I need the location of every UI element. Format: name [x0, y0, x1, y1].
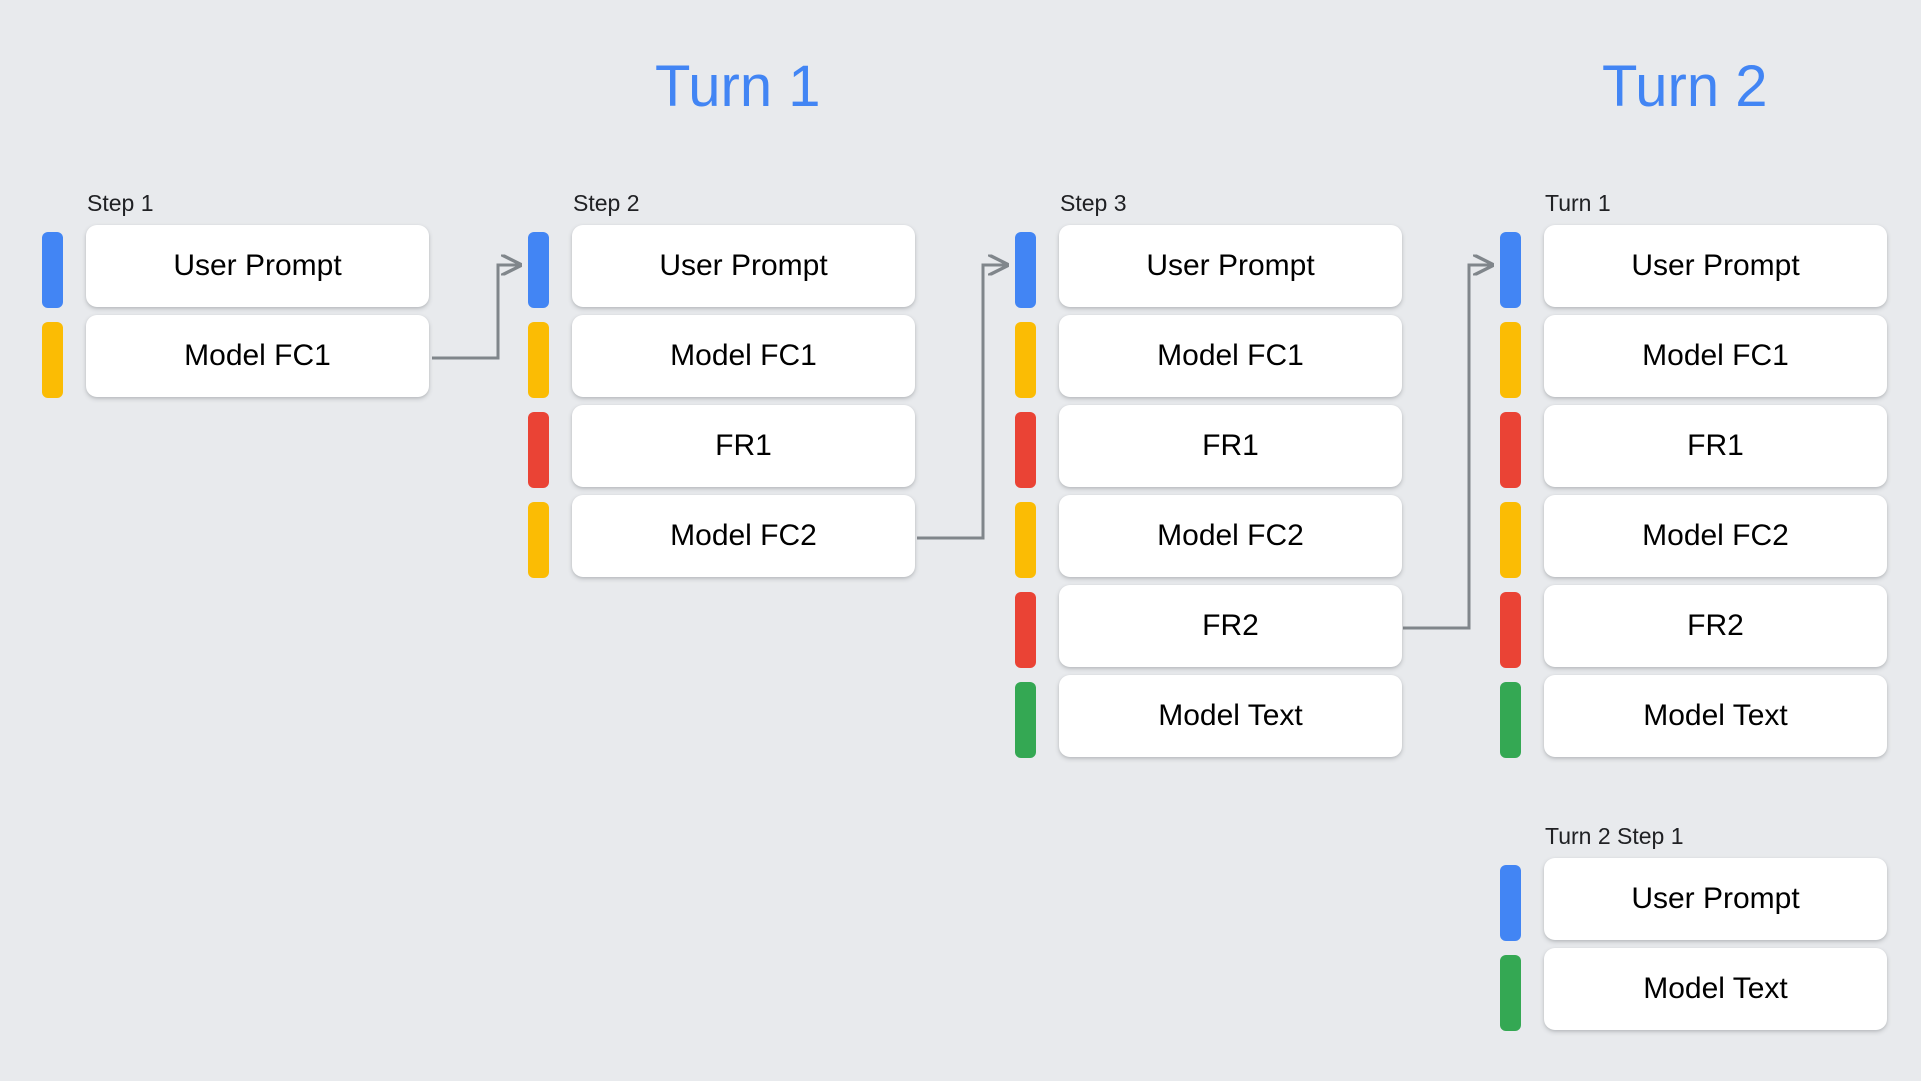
type-bar-red	[1015, 412, 1036, 488]
type-bar-yellow	[1500, 322, 1521, 398]
card-label: Model FC1	[1157, 339, 1304, 372]
row-item: FR1	[528, 405, 928, 495]
card[interactable]: User Prompt	[86, 225, 429, 307]
column-label: Turn 2 Step 1	[1545, 823, 1684, 849]
card-label: Model FC2	[1642, 519, 1789, 552]
row-item: FR2	[1500, 585, 1900, 675]
card-label: Model FC1	[670, 339, 817, 372]
column-label: Step 1	[87, 190, 154, 216]
connector-step2-to-step3	[917, 265, 1007, 540]
type-bar-yellow	[528, 322, 549, 398]
row-item: FR1	[1500, 405, 1900, 495]
card-label: User Prompt	[659, 249, 828, 282]
card-label: Model FC2	[1157, 519, 1304, 552]
row-item: Model Text	[1500, 675, 1900, 765]
row-item: User Prompt	[1500, 225, 1900, 315]
card-label: User Prompt	[1631, 249, 1800, 282]
row-item: FR2	[1015, 585, 1415, 675]
row-item: User Prompt	[528, 225, 928, 315]
type-bar-blue	[1015, 232, 1036, 308]
column-label: Turn 1	[1545, 190, 1611, 216]
card[interactable]: Model FC2	[572, 495, 915, 577]
card[interactable]: User Prompt	[1544, 225, 1887, 307]
card-label: Model FC1	[1642, 339, 1789, 372]
card-label: User Prompt	[1146, 249, 1315, 282]
type-bar-yellow	[528, 502, 549, 578]
card[interactable]: FR1	[1544, 405, 1887, 487]
card-label: Model Text	[1158, 699, 1303, 732]
type-bar-red	[1500, 592, 1521, 668]
row-item: User Prompt	[1500, 858, 1900, 948]
type-bar-green	[1500, 955, 1521, 1031]
type-bar-blue	[528, 232, 549, 308]
row-item: FR1	[1015, 405, 1415, 495]
type-bar-yellow	[1015, 502, 1036, 578]
type-bar-red	[1015, 592, 1036, 668]
row-item: Model FC1	[1500, 315, 1900, 405]
type-bar-green	[1500, 682, 1521, 758]
card-label: FR2	[1687, 609, 1744, 642]
type-bar-red	[1500, 412, 1521, 488]
card-label: FR1	[1687, 429, 1744, 462]
type-bar-yellow	[42, 322, 63, 398]
card[interactable]: Model Text	[1544, 675, 1887, 757]
turn-1-title: Turn 1	[655, 54, 821, 119]
connector-step3-to-turn2	[1403, 265, 1492, 630]
turn-2-title: Turn 2	[1602, 54, 1768, 119]
column-step-3: Step 3 User Prompt Model FC1 FR1 Model F…	[1015, 192, 1415, 765]
card[interactable]: FR1	[572, 405, 915, 487]
type-bar-red	[528, 412, 549, 488]
card-label: Model Text	[1643, 699, 1788, 732]
card[interactable]: FR2	[1059, 585, 1402, 667]
card[interactable]: FR1	[1059, 405, 1402, 487]
column-step-1: Step 1 User Prompt Model FC1	[42, 192, 442, 405]
card-label: FR2	[1202, 609, 1259, 642]
row-item: Model FC2	[1015, 495, 1415, 585]
column-step-2: Step 2 User Prompt Model FC1 FR1 Model F…	[528, 192, 928, 585]
type-bar-yellow	[1015, 322, 1036, 398]
card[interactable]: Model FC2	[1544, 495, 1887, 577]
card[interactable]: User Prompt	[572, 225, 915, 307]
column-turn-2-turn-1: Turn 1 User Prompt Model FC1 FR1 Model F…	[1500, 192, 1900, 765]
card-label: Model FC2	[670, 519, 817, 552]
column-label: Step 3	[1060, 190, 1127, 216]
type-bar-blue	[1500, 232, 1521, 308]
card-label: User Prompt	[173, 249, 342, 282]
row-item: Model FC2	[1500, 495, 1900, 585]
column-turn-2-step-1: Turn 2 Step 1 User Prompt Model Text	[1500, 825, 1900, 1038]
row-item: Model Text	[1500, 948, 1900, 1038]
row-item: Model FC1	[528, 315, 928, 405]
connector-step1-to-step2	[432, 265, 520, 360]
type-bar-green	[1015, 682, 1036, 758]
card[interactable]: User Prompt	[1544, 858, 1887, 940]
card-label: Model Text	[1643, 972, 1788, 1005]
card[interactable]: Model FC1	[86, 315, 429, 397]
type-bar-blue	[1500, 865, 1521, 941]
card[interactable]: Model FC2	[1059, 495, 1402, 577]
card-label: FR1	[1202, 429, 1259, 462]
card-label: Model FC1	[184, 339, 331, 372]
row-item: Model FC1	[42, 315, 442, 405]
row-item: User Prompt	[42, 225, 442, 315]
row-item: User Prompt	[1015, 225, 1415, 315]
card[interactable]: Model Text	[1544, 948, 1887, 1030]
type-bar-yellow	[1500, 502, 1521, 578]
card[interactable]: FR2	[1544, 585, 1887, 667]
card[interactable]: Model FC1	[1059, 315, 1402, 397]
column-label: Step 2	[573, 190, 640, 216]
row-item: Model FC2	[528, 495, 928, 585]
card[interactable]: User Prompt	[1059, 225, 1402, 307]
card-label: FR1	[715, 429, 772, 462]
type-bar-blue	[42, 232, 63, 308]
card[interactable]: Model FC1	[1544, 315, 1887, 397]
card[interactable]: Model Text	[1059, 675, 1402, 757]
row-item: Model FC1	[1015, 315, 1415, 405]
card-label: User Prompt	[1631, 882, 1800, 915]
row-item: Model Text	[1015, 675, 1415, 765]
card[interactable]: Model FC1	[572, 315, 915, 397]
